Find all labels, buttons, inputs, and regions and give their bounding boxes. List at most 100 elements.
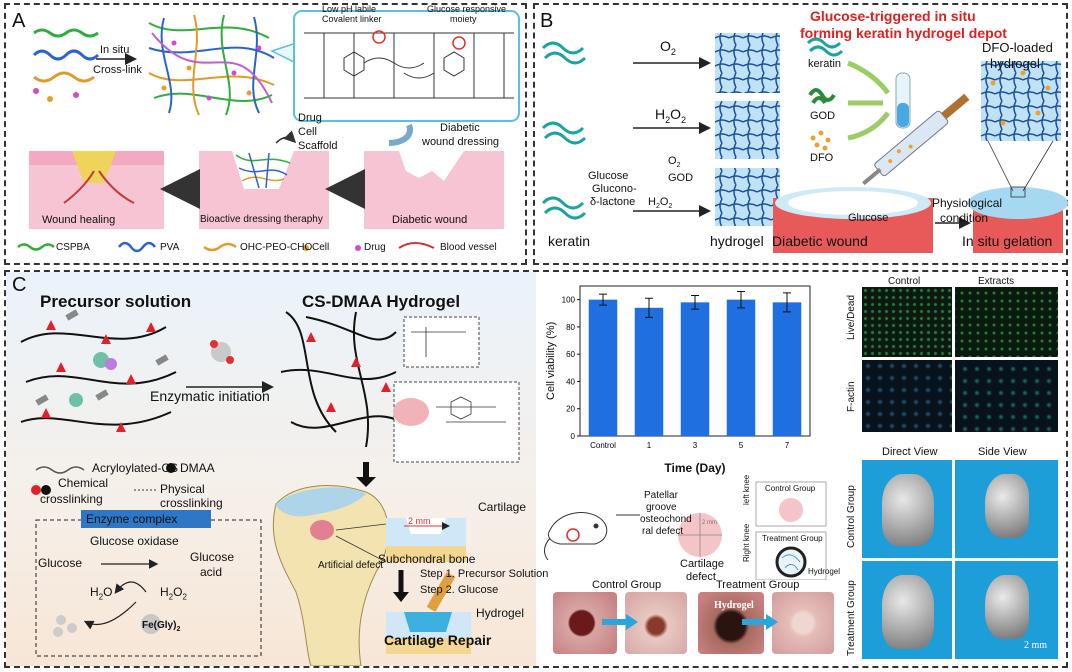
- bar-5: [726, 299, 756, 436]
- dmaa-label: DMAA: [180, 461, 215, 475]
- treatment-group-box-label: Treatment Group: [762, 534, 823, 543]
- diabetic-wound-b-label: Diabetic wound: [772, 233, 868, 249]
- x-axis-label: Time (Day): [664, 461, 725, 475]
- hydrogel-network: [148, 14, 275, 116]
- step-2-label: Step 2. Glucose: [420, 584, 499, 596]
- bioactive-label: Bioactive dressing theraphy: [200, 214, 323, 225]
- god-reaction-label: GOD: [668, 172, 694, 184]
- live-dead-label: Live/Dead: [846, 294, 857, 340]
- femur-bone: [272, 485, 389, 666]
- dfo-hydrogel-label: hydrogel: [990, 56, 1040, 71]
- h2o2-c-label: H2O2: [160, 585, 187, 602]
- y-tick-60: 60: [566, 350, 575, 359]
- physiological-label: Physiological: [932, 196, 1003, 210]
- in-situ-gelation-label: In situ gelation: [962, 233, 1053, 249]
- drug-label: Drug: [298, 112, 322, 124]
- panel-b-title-1: Glucose-triggered in situ: [810, 8, 976, 24]
- cell-label: Cell: [298, 126, 317, 138]
- cross-link-label: Cross-link: [93, 64, 142, 76]
- panel-a-label: A: [12, 10, 26, 32]
- micro-control-label: Control: [888, 276, 921, 287]
- ct-control-side: [955, 460, 1058, 558]
- glucose-acid-1: Glucose: [190, 550, 235, 564]
- wound-healing-label: Wound healing: [42, 214, 116, 226]
- fe-gly-label: Fe(Gly)2: [142, 620, 181, 633]
- keratin-bottom-label: keratin: [548, 233, 591, 249]
- bar-control: [588, 299, 618, 436]
- cartilage-repair-label: Cartilage Repair: [384, 632, 492, 648]
- hydrogel-circle-label: Hydrogel: [808, 567, 841, 576]
- ct-treatment-label: Treatment Group: [846, 580, 857, 656]
- condition-label: condition: [940, 211, 989, 225]
- knee-diagram: [544, 481, 827, 580]
- panel-b-drawing: [541, 33, 1068, 253]
- photo-arrows: [602, 614, 778, 630]
- diabetic-label: Diabetic: [440, 122, 480, 134]
- glucose-b-label: Glucose: [588, 170, 629, 182]
- control-group-photo-title: Control Group: [592, 579, 662, 591]
- hydrogel-c-label: Hydrogel: [476, 606, 525, 620]
- panel-a-drawing: [17, 10, 520, 253]
- patellar-4: ral defect: [642, 526, 684, 537]
- panel-b: [533, 3, 1068, 265]
- legend-cspba: CSPBA: [56, 242, 90, 253]
- bioactive-tissue: [199, 151, 329, 229]
- dfo-loaded-label: DFO-loaded: [982, 40, 1053, 55]
- error-bar-3: [691, 295, 699, 310]
- cartilage-defect-2: defect: [686, 571, 716, 583]
- h2o-label: H2O: [90, 585, 113, 602]
- x-tick-5: 5: [739, 441, 744, 450]
- micro-extracts-label: Extracts: [978, 276, 1015, 287]
- chemical-label: Chemical: [58, 476, 109, 490]
- treatment-photo-2: [772, 592, 834, 654]
- legend-keratin: keratin: [808, 58, 842, 70]
- hydrogel-bottom-label: hydrogel: [710, 233, 764, 249]
- ct-treatment-side: [955, 561, 1058, 659]
- o2-small-label: O2: [668, 155, 681, 170]
- mouse-icon: [544, 512, 608, 561]
- glucose-molecule: [210, 340, 234, 364]
- y-tick-100: 100: [562, 296, 576, 305]
- ct-control-label: Control Group: [846, 485, 857, 548]
- enzymatic-initiation: Enzymatic initiation: [150, 388, 270, 404]
- panel-b-title-2: forming keratin hydrogel depot: [800, 25, 1007, 41]
- y-tick-80: 80: [566, 323, 575, 332]
- control-group-box-label: Control Group: [765, 484, 816, 493]
- covalent-linker-label: Covalent linker: [322, 14, 382, 24]
- precursor-title: Precursor solution: [40, 292, 192, 311]
- panel-c: [4, 270, 1068, 668]
- artificial-defect-label: Artificial defect: [318, 560, 384, 571]
- step-1-label: Step 1. Precursor Solution: [420, 568, 549, 580]
- panel-a: [4, 3, 527, 265]
- wound-healing-tissue: [29, 151, 164, 229]
- legend-dfo: DFO: [810, 152, 834, 164]
- gluconolactone-1: Glucono-: [592, 183, 637, 195]
- direct-view-label: Direct View: [882, 446, 938, 458]
- left-knee: left knee: [742, 474, 751, 505]
- syringe: [862, 93, 970, 186]
- low-ph-label: Low pH labile: [322, 4, 377, 14]
- y-axis-label: Cell viability (%): [545, 322, 557, 400]
- patellar-1: Patellar: [644, 490, 678, 501]
- error-bar-control: [599, 293, 607, 306]
- x-tick-7: 7: [785, 441, 790, 450]
- panel-c-drawing: [20, 309, 520, 666]
- panel-c-label: C: [12, 274, 27, 296]
- wound-dressing-label: wound dressing: [422, 136, 500, 148]
- crosslinking-2-label: crosslinking: [160, 496, 223, 510]
- diabetic-wound-label: Diabetic wound: [392, 214, 468, 226]
- legend-cell: Cell: [312, 242, 330, 253]
- scaffold-label: Scaffold: [298, 140, 338, 152]
- subchondral-label: Subchondral bone: [378, 552, 476, 566]
- patellar-3: osteochond: [640, 514, 692, 525]
- enzyme-blob: [69, 352, 117, 407]
- live-dead-control: [862, 287, 952, 357]
- ct-control-direct: [862, 460, 952, 558]
- ohc-strand: [33, 71, 95, 83]
- glucose-oxidase-label: Glucose oxidase: [90, 534, 179, 548]
- y-tick-20: 20: [566, 405, 575, 414]
- glucose-acid-2: acid: [200, 565, 223, 579]
- hydrogel-photo-label: Hydrogel: [714, 600, 754, 611]
- legend-ohc: OHC-PEO-CHO: [240, 242, 313, 253]
